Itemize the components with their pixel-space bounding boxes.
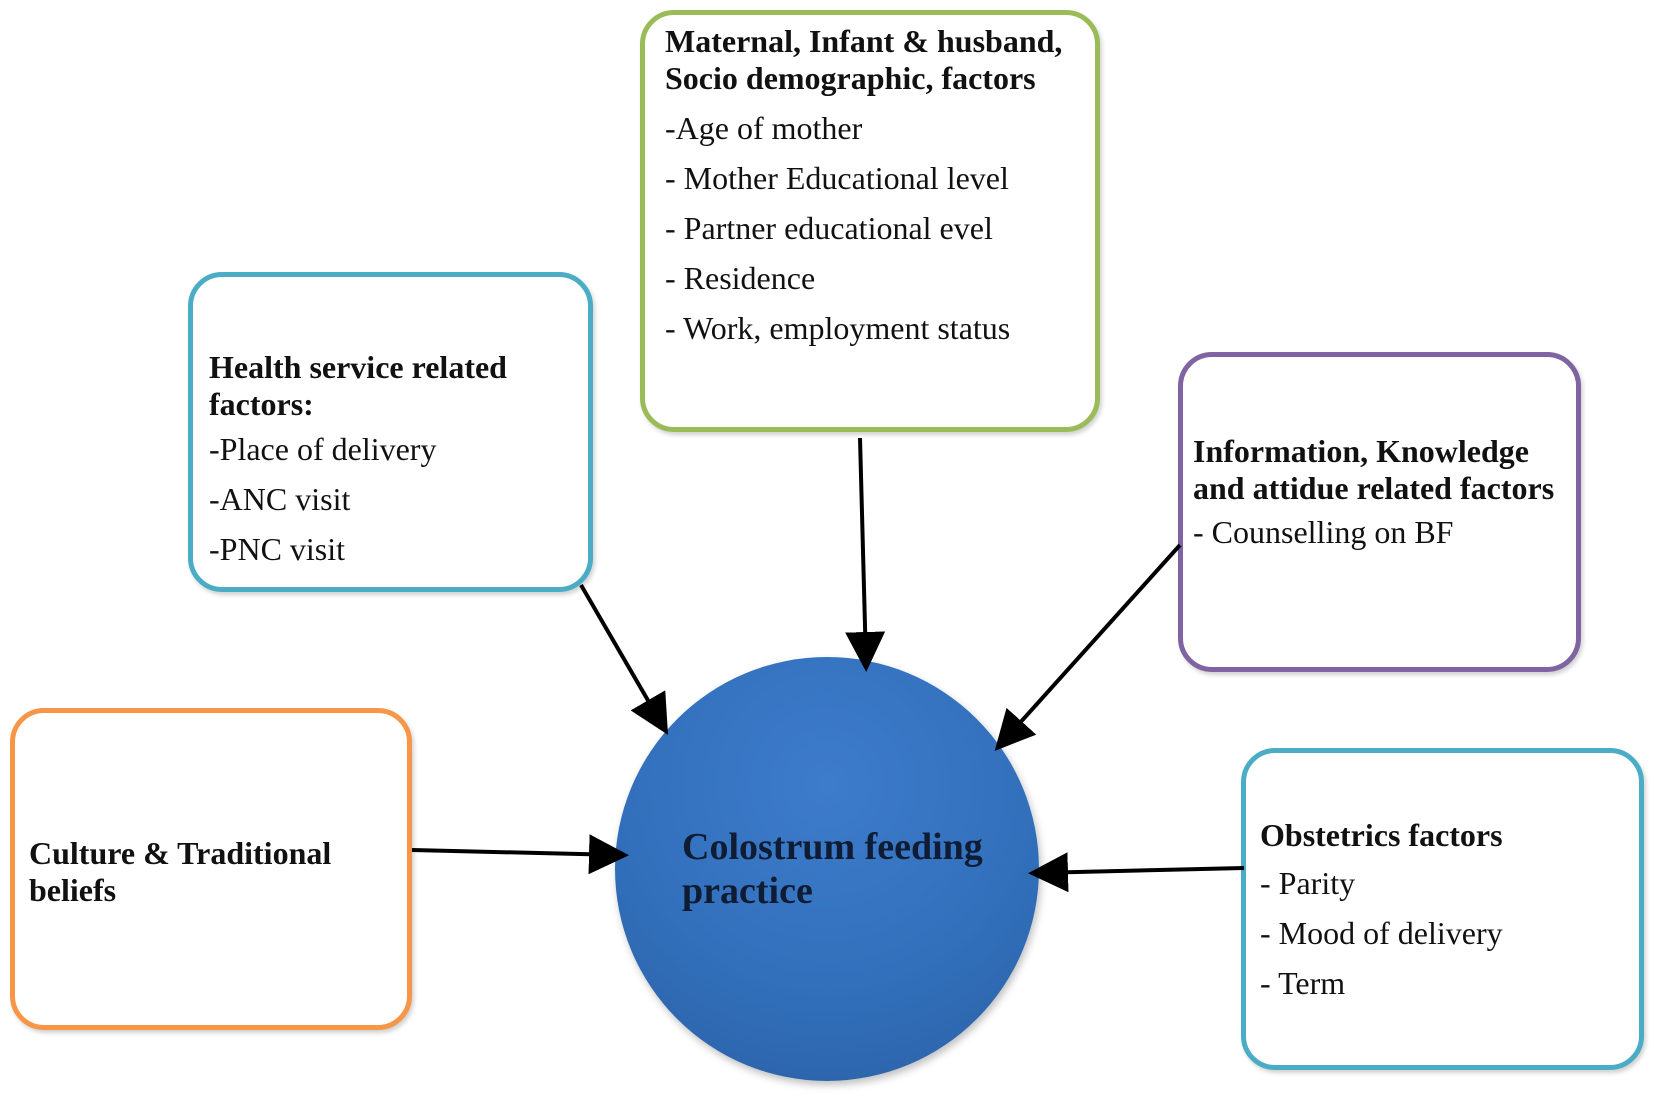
- health-service-factors-box: Health service related factors: -Place o…: [188, 272, 593, 592]
- culture-beliefs-box: Culture & Traditional beliefs: [10, 708, 412, 1030]
- maternal-factors-title: Maternal, Infant & husband, Socio demogr…: [665, 23, 1063, 96]
- center-label: Colostrum feeding practice: [682, 826, 983, 912]
- information-factors-box: Information, Knowledge and attidue relat…: [1178, 352, 1581, 672]
- health-service-factor-item: -ANC visit: [209, 481, 351, 517]
- obstetrics-factor-item: - Parity: [1260, 865, 1356, 901]
- information-factor-item: - Counselling on BF: [1193, 514, 1454, 550]
- obstetrics-factors-title: Obstetrics factors: [1260, 817, 1503, 853]
- maternal-factor-item: - Work, employment status: [665, 310, 1011, 346]
- maternal-factors-box: Maternal, Infant & husband, Socio demogr…: [640, 10, 1100, 432]
- maternal-factor-item: - Partner educational evel: [665, 210, 993, 246]
- health-service-factors-list: -Place of delivery -ANC visit -PNC visit: [209, 424, 578, 574]
- obstetrics-factor-item: - Term: [1260, 965, 1346, 1001]
- obstetrics-factors-box: Obstetrics factors - Parity - Mood of de…: [1241, 748, 1644, 1070]
- obstetrics-factor-item: - Mood of delivery: [1260, 915, 1503, 951]
- health-service-factor-item: -PNC visit: [209, 531, 346, 567]
- maternal-factor-item: -Age of mother: [665, 110, 863, 146]
- arrow-obstetrics-to-center: [1028, 852, 1245, 893]
- maternal-factor-item: - Residence: [665, 260, 816, 296]
- obstetrics-factors-list: - Parity - Mood of delivery - Term: [1260, 858, 1629, 1008]
- maternal-factors-list: -Age of mother - Mother Educational leve…: [665, 103, 1085, 353]
- information-factors-list: - Counselling on BF: [1193, 507, 1570, 557]
- information-factors-title: Information, Knowledge and attidue relat…: [1193, 433, 1555, 506]
- colostrum-feeding-circle: Colostrum feeding practice: [615, 657, 1039, 1081]
- culture-beliefs-title: Culture & Traditional beliefs: [29, 835, 332, 908]
- arrow-maternal-to-center: [845, 437, 886, 672]
- arrow-health-to-center: [579, 583, 669, 735]
- arrow-info-to-center: [994, 543, 1182, 751]
- health-service-factor-item: -Place of delivery: [209, 431, 437, 467]
- arrow-culture-to-center: [411, 834, 629, 875]
- health-service-factors-title: Health service related factors:: [209, 349, 507, 422]
- maternal-factor-item: - Mother Educational level: [665, 160, 1009, 196]
